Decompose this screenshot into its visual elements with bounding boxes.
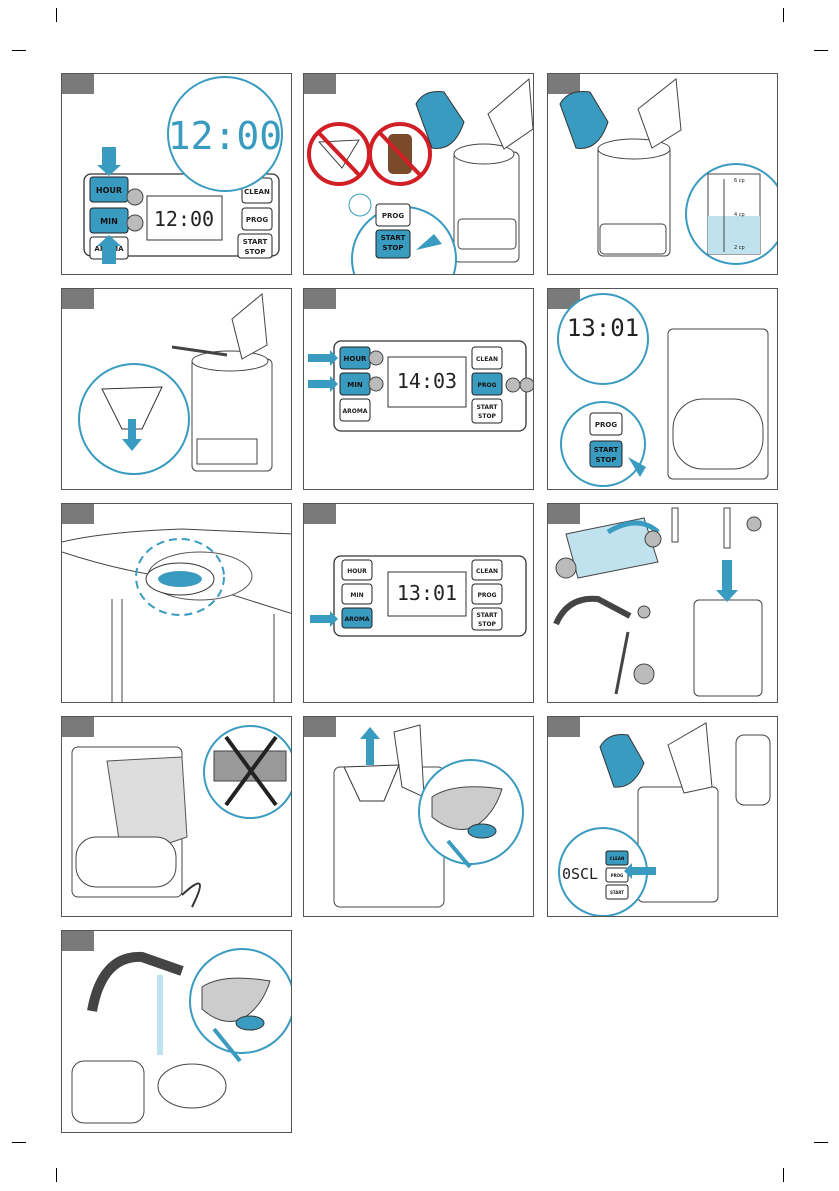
panel-timer: 14:03 HOUR MIN AROMA CLEAN PROG START ST… xyxy=(303,288,534,490)
level-6cp: 6 cp xyxy=(734,178,745,184)
hour-button[interactable]: HOUR xyxy=(347,568,367,575)
start-label[interactable]: START xyxy=(594,446,619,454)
crop-mark xyxy=(12,50,26,51)
clean-button[interactable]: CLEAN xyxy=(476,568,498,575)
crop-mark xyxy=(12,1142,26,1143)
prog-button[interactable]: PROG xyxy=(477,592,496,599)
panel-insert-filter xyxy=(61,288,292,490)
lcd-display: 13:01 xyxy=(567,314,639,342)
lcd-display: 0SCL xyxy=(562,865,598,883)
crop-mark xyxy=(814,50,828,51)
prog-button[interactable]: PROG xyxy=(611,873,624,878)
panel-first-use: PROG START STOP xyxy=(303,73,534,275)
start-label[interactable]: START xyxy=(610,890,624,895)
panel-remove-filter xyxy=(303,716,534,917)
panel-descaling xyxy=(547,503,778,703)
lcd-display: 13:01 xyxy=(397,581,457,605)
clean-button[interactable]: CLEAN xyxy=(610,856,625,861)
clean-button[interactable]: CLEAN xyxy=(476,356,498,363)
lcd-small: 12:00 xyxy=(154,207,214,231)
level-2cp: 2 cp xyxy=(734,245,745,251)
stop-label[interactable]: STOP xyxy=(478,413,497,420)
panel-clean-exterior xyxy=(61,716,292,917)
start-label[interactable]: START xyxy=(476,404,498,411)
start-label[interactable]: START xyxy=(243,238,268,246)
crop-mark xyxy=(783,1168,784,1182)
prog-button[interactable]: PROG xyxy=(382,212,404,220)
panel-set-clock: 12:00 HOUR MIN AROMA CLEAN PROG START ST… xyxy=(61,73,292,275)
prog-button[interactable]: PROG xyxy=(595,421,617,429)
clean-button[interactable]: CLEAN xyxy=(244,188,270,196)
crop-mark xyxy=(56,8,57,22)
panel-rinse xyxy=(61,930,292,1133)
panel-descale-program: 0SCL CLEAN PROG START xyxy=(547,716,778,917)
stop-label[interactable]: STOP xyxy=(245,248,266,256)
prog-button[interactable]: PROG xyxy=(246,216,268,224)
crop-mark xyxy=(56,1168,57,1182)
lcd-display: 14:03 xyxy=(397,369,457,393)
lcd-zoom: 12:00 xyxy=(168,114,282,158)
start-label[interactable]: START xyxy=(381,234,406,242)
hour-button[interactable]: HOUR xyxy=(96,186,122,195)
crop-mark xyxy=(783,8,784,22)
aroma-button[interactable]: AROMA xyxy=(343,408,368,415)
panel-drip-stop xyxy=(61,503,292,703)
panel-aroma: 13:01 HOUR MIN AROMA CLEAN PROG START ST… xyxy=(303,503,534,703)
level-4cp: 4 cp xyxy=(734,212,745,218)
aroma-button[interactable]: AROMA xyxy=(345,616,370,623)
stop-label[interactable]: STOP xyxy=(596,456,617,464)
stop-label[interactable]: STOP xyxy=(478,621,497,628)
stop-label[interactable]: STOP xyxy=(383,244,404,252)
hour-button[interactable]: HOUR xyxy=(344,355,367,363)
min-button[interactable]: MIN xyxy=(100,217,118,226)
min-button[interactable]: MIN xyxy=(350,592,363,599)
panel-activate-timer: 13:01 PROG START STOP xyxy=(547,288,778,490)
start-label[interactable]: START xyxy=(476,612,498,619)
crop-mark xyxy=(814,1142,828,1143)
panel-fill-water: 6 cp 4 cp 2 cp xyxy=(547,73,778,275)
prog-button[interactable]: PROG xyxy=(477,382,496,389)
min-button[interactable]: MIN xyxy=(347,381,363,389)
